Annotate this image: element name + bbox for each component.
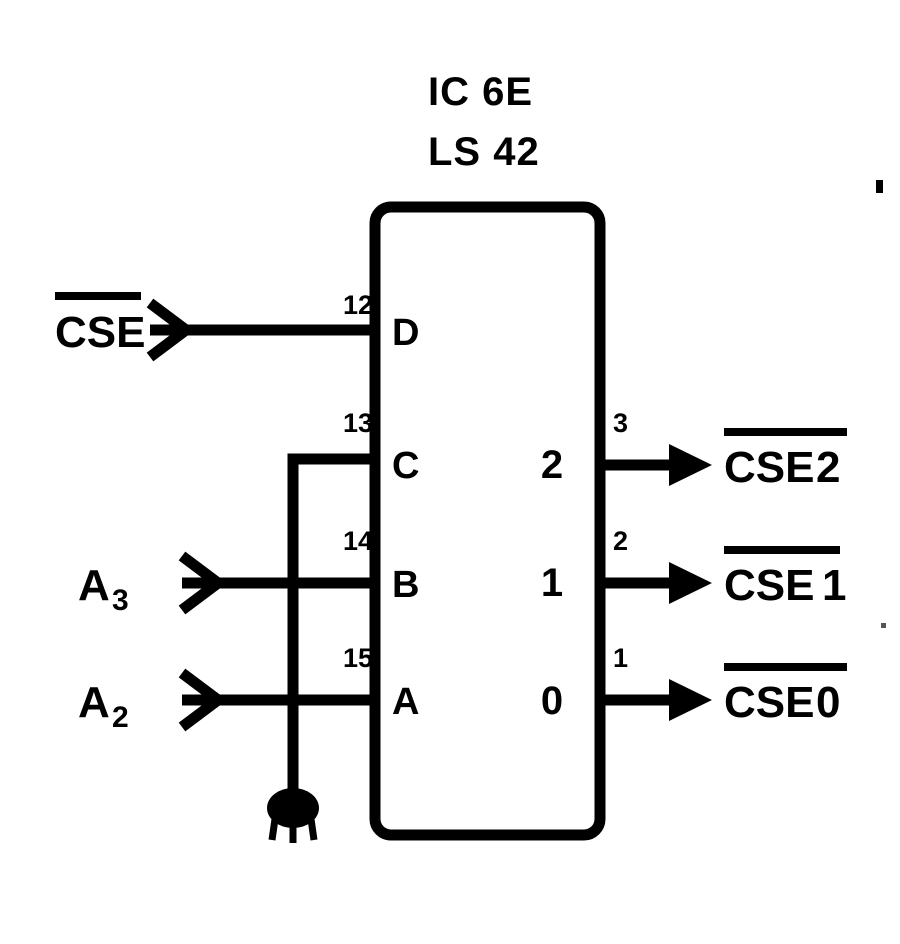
input-signal-label: A — [78, 678, 110, 727]
pin-number-15: 15 — [343, 643, 373, 673]
chip-reference-label: IC 6E — [428, 70, 533, 114]
wire-a3-to-b[interactable] — [178, 551, 375, 615]
chip-input-port-labels: D C B A — [392, 312, 419, 723]
output-signal-index: 2 — [816, 443, 840, 492]
chip-output-port-labels: 2 1 0 — [541, 443, 563, 723]
scan-speck — [881, 623, 886, 628]
pin-number-2: 2 — [613, 526, 628, 556]
output-signal-label: CSE — [724, 678, 814, 727]
arrowhead-icon — [669, 562, 712, 604]
output-signal-label: CSE — [724, 561, 814, 610]
pin-number-13: 13 — [343, 408, 373, 438]
input-signal-label: CSE — [55, 308, 145, 357]
input-connector-icon — [178, 551, 228, 615]
input-connector-icon — [178, 668, 228, 732]
wire-out2[interactable] — [600, 444, 712, 486]
chip-part-number-label: LS 42 — [428, 130, 540, 174]
chip-outline[interactable] — [369, 201, 606, 841]
arrowhead-icon — [669, 679, 712, 721]
output-signal-cse2: CSE 2 — [724, 428, 847, 492]
input-signal-label: A — [78, 561, 110, 610]
chip-title-block: IC 6E LS 42 — [428, 70, 540, 174]
input-connector-icon — [146, 298, 196, 362]
left-pin-numbers: 12 13 14 15 — [343, 290, 373, 673]
port-label-out1: 1 — [541, 561, 563, 605]
port-label-b: B — [392, 564, 419, 606]
output-signal-cse0: CSE 0 — [724, 663, 847, 727]
input-signal-cse: CSE — [55, 292, 145, 357]
wire-cse-to-d[interactable] — [146, 298, 375, 362]
scan-speck — [876, 180, 883, 193]
wire-a2-to-a[interactable] — [178, 668, 375, 732]
scan-artifacts — [876, 180, 886, 628]
wire-segment[interactable] — [287, 453, 375, 790]
output-signal-label: CSE — [724, 443, 814, 492]
right-pin-numbers: 3 2 1 — [613, 408, 628, 673]
pin-number-14: 14 — [343, 526, 373, 556]
port-label-c: C — [392, 445, 419, 487]
input-signal-subscript: 2 — [112, 701, 129, 734]
pin-number-1: 1 — [613, 643, 628, 673]
port-label-a: A — [392, 681, 419, 723]
port-label-out2: 2 — [541, 443, 563, 487]
chip-body[interactable] — [369, 201, 606, 841]
wire-out0[interactable] — [600, 679, 712, 721]
wire-c-to-ground[interactable] — [287, 453, 375, 790]
input-signal-a2: A 2 — [78, 678, 129, 734]
pin-number-3: 3 — [613, 408, 628, 438]
ground-prong — [268, 811, 280, 841]
port-label-d: D — [392, 312, 419, 354]
pin-number-12: 12 — [343, 290, 373, 320]
output-signal-index: 0 — [816, 678, 840, 727]
input-signal-a3: A 3 — [78, 561, 129, 617]
ground-prong — [306, 811, 318, 841]
ground-icon — [267, 788, 319, 843]
ground-blob — [267, 788, 319, 828]
port-label-out0: 0 — [541, 679, 563, 723]
wire-out1[interactable] — [600, 562, 712, 604]
input-signal-subscript: 3 — [112, 584, 129, 617]
arrowhead-icon — [669, 444, 712, 486]
output-signal-index: 1 — [822, 561, 846, 610]
output-signal-cse1: CSE 1 — [724, 546, 846, 610]
